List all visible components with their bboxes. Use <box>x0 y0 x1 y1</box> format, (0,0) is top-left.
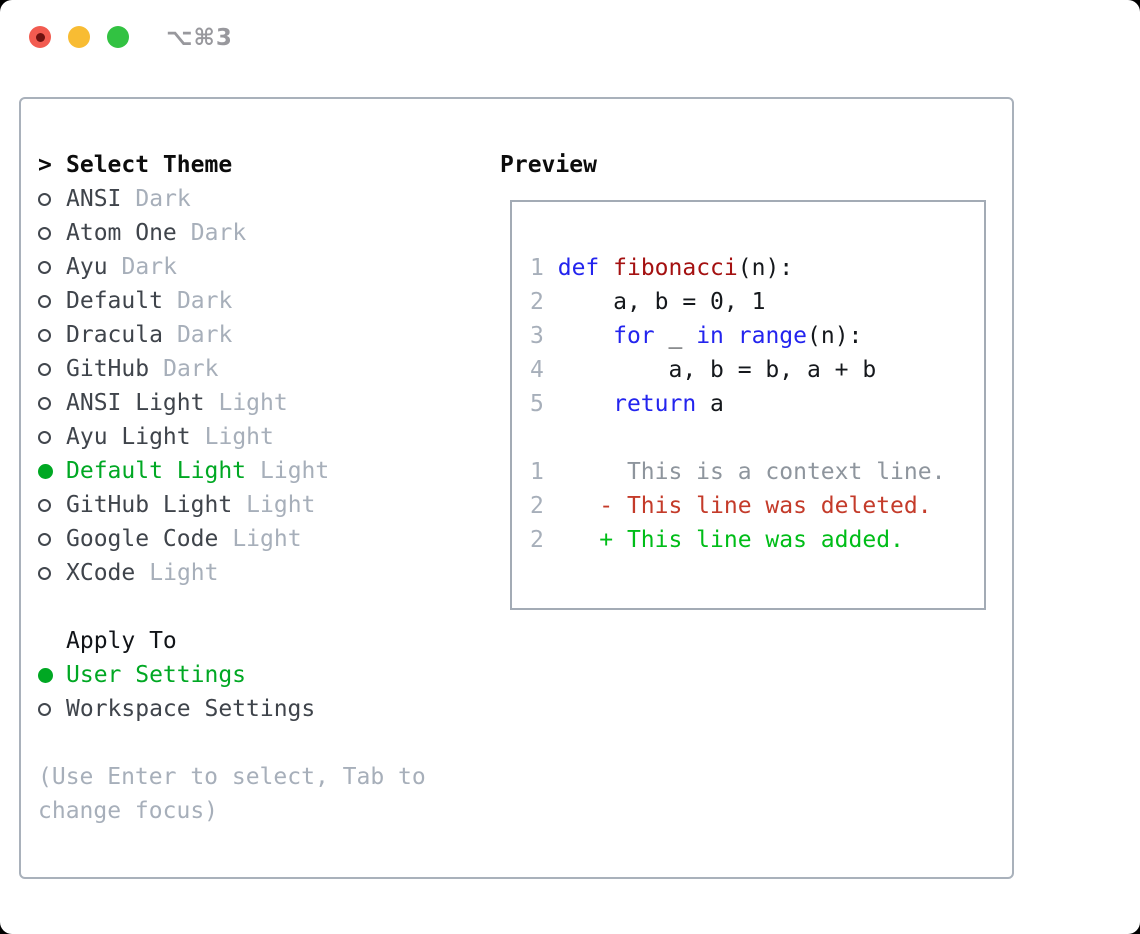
line-number: 5 <box>530 391 544 417</box>
apply-to-title: Apply To <box>66 628 177 654</box>
line-number: 2 <box>530 289 544 315</box>
radio-selected-icon <box>38 667 66 683</box>
variant-label: Dark <box>190 220 247 246</box>
help-text: (Use Enter to select, Tab to change focu… <box>38 760 426 828</box>
line-number: 1 <box>530 255 544 281</box>
window-title: ⌥⌘3 <box>166 25 233 51</box>
line-number: 4 <box>530 357 544 383</box>
radio-icon <box>38 430 66 444</box>
line-number: 2 <box>530 493 544 519</box>
help-line-2: change focus) <box>38 798 219 824</box>
apply-to-header: Apply To <box>38 624 426 658</box>
line-number: 3 <box>530 323 544 349</box>
diff-context-line: 1 This is a context line. <box>530 455 984 489</box>
apply-to-option-workspace-settings[interactable]: Workspace Settings <box>38 692 426 726</box>
variant-label: Light <box>260 458 330 484</box>
radio-icon <box>38 396 66 410</box>
code-line: 5 return a <box>530 387 984 421</box>
apply-to-option-user-settings[interactable]: User Settings <box>38 658 426 692</box>
code-tokens: for _ in range(n): <box>613 323 863 349</box>
code-tokens: def fibonacci(n): <box>557 255 794 281</box>
radio-icon <box>38 362 66 376</box>
radio-icon <box>38 294 66 308</box>
code-line: 2 a, b = 0, 1 <box>530 285 984 319</box>
radio-icon <box>38 498 66 512</box>
variant-label: Light <box>204 424 274 450</box>
theme-list-title: Select Theme <box>66 152 233 178</box>
diff-tokens: - This line was deleted. <box>543 493 932 519</box>
radio-icon <box>38 260 66 274</box>
minimize-button[interactable] <box>68 26 90 48</box>
diff-tokens: + This line was added. <box>543 527 904 553</box>
code-line: 3 for _ in range(n): <box>530 319 984 353</box>
radio-selected-icon <box>38 463 66 479</box>
line-number: 1 <box>530 459 544 485</box>
titlebar: ⌥⌘3 <box>0 0 1140 74</box>
variant-label: Light <box>246 492 316 518</box>
help-line-1: (Use Enter to select, Tab to <box>38 764 426 790</box>
zoom-button[interactable] <box>107 26 129 48</box>
diff-deleted-line: 2 - This line was deleted. <box>530 489 984 523</box>
variant-label: Light <box>149 560 219 586</box>
preview-pane: 1 def fibonacci(n): 2 a, b = 0, 1 3 for … <box>510 200 986 610</box>
variant-label: Light <box>232 526 302 552</box>
prompt-icon: > <box>38 152 52 178</box>
variant-label: Dark <box>176 288 233 314</box>
close-dot-icon <box>35 32 45 42</box>
theme-list-header: > Select Theme <box>38 148 426 182</box>
radio-icon <box>38 328 66 342</box>
close-button[interactable] <box>29 26 51 48</box>
variant-label: Dark <box>135 186 191 212</box>
code-line: 4 a, b = b, a + b <box>530 353 984 387</box>
radio-icon <box>38 192 66 206</box>
code-tokens: return a <box>613 391 724 417</box>
diff-added-line: 2 + This line was added. <box>530 523 984 557</box>
variant-label: Dark <box>163 356 219 382</box>
code-line: 1 def fibonacci(n): <box>530 251 984 285</box>
variant-label: Light <box>218 390 288 416</box>
variant-label: Dark <box>121 254 177 280</box>
radio-icon <box>38 566 66 580</box>
line-number: 2 <box>530 527 544 553</box>
radio-icon <box>38 226 66 240</box>
traffic-lights <box>29 26 129 48</box>
radio-icon <box>38 702 66 716</box>
diff-tokens: This is a context line. <box>543 459 946 485</box>
radio-icon <box>38 532 66 546</box>
code-tokens: a, b = b, a + b <box>543 357 877 383</box>
variant-label: Dark <box>176 322 233 348</box>
code-tokens: a, b = 0, 1 <box>543 289 766 315</box>
preview-title: Preview <box>500 152 597 178</box>
